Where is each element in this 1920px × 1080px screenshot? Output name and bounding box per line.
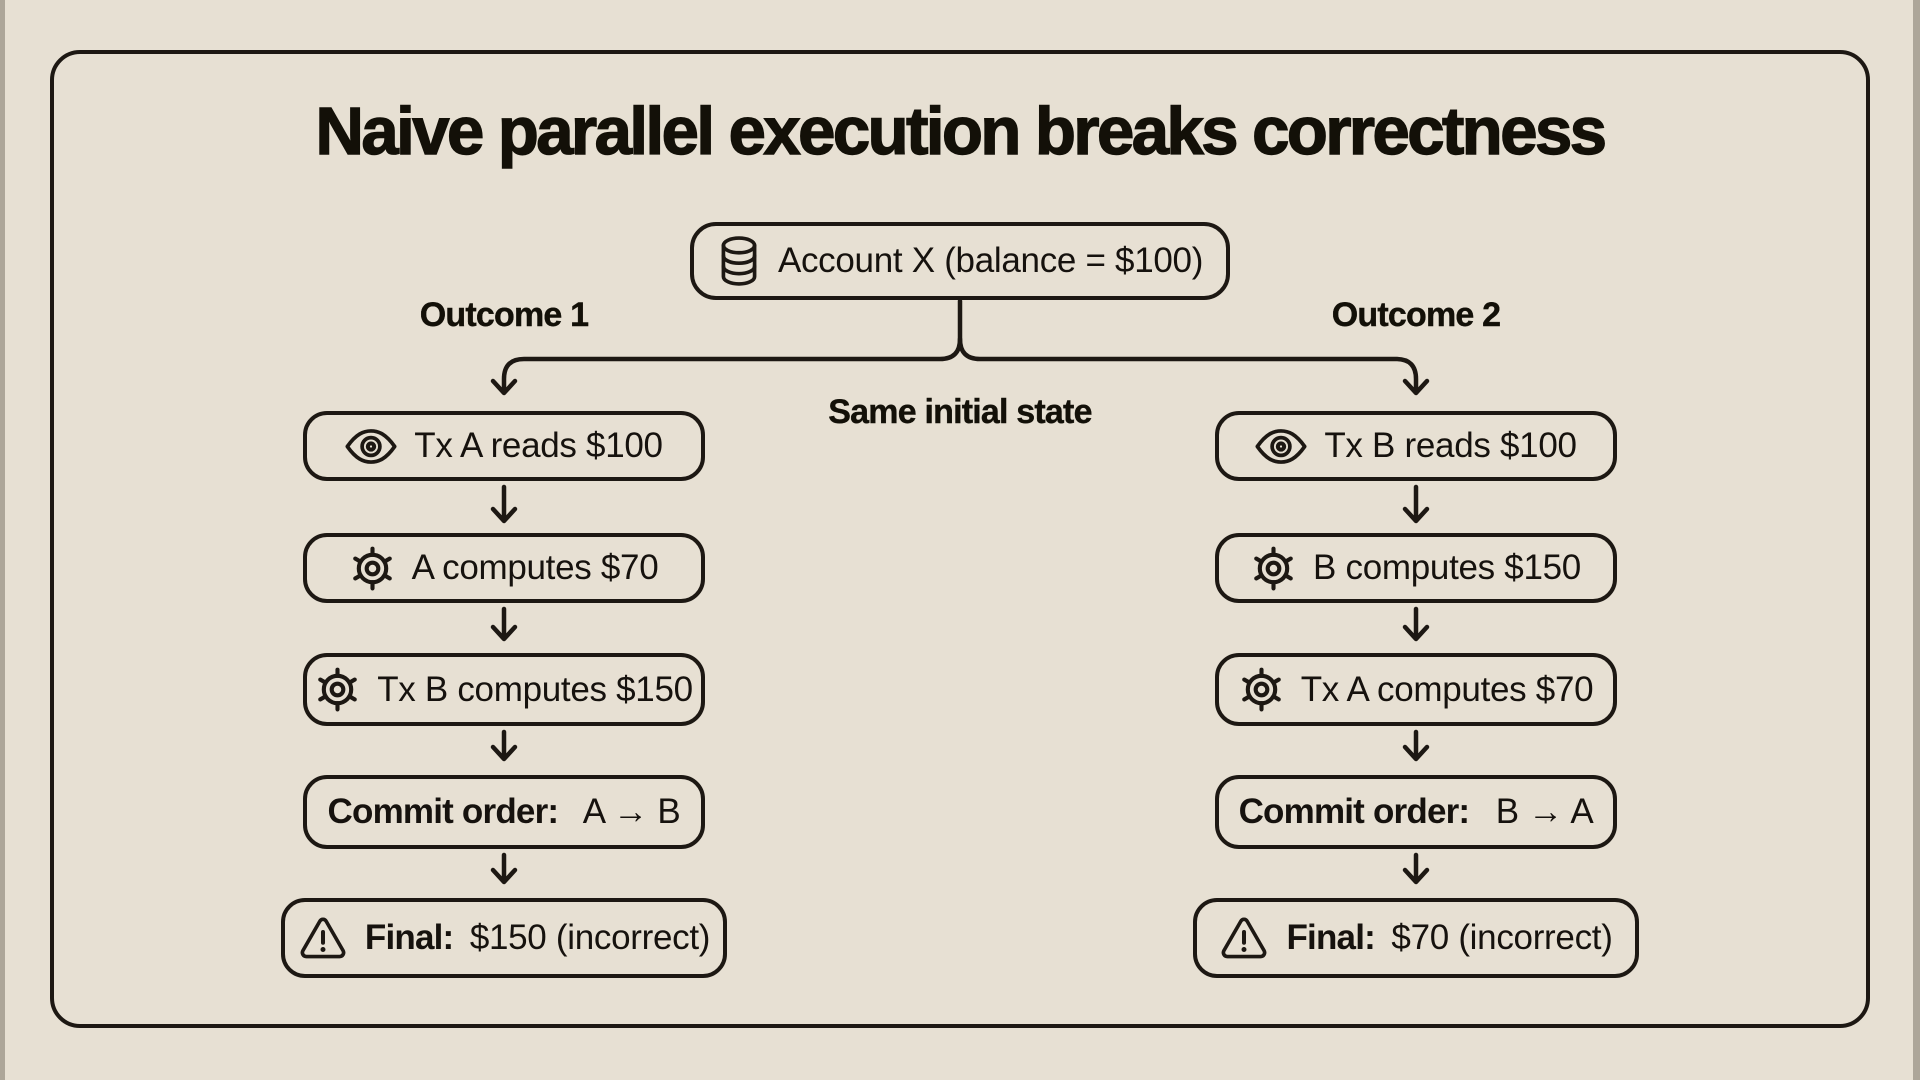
branch-label-same-initial-state: Same initial state xyxy=(828,393,1093,431)
step-label: B → A xyxy=(1486,792,1594,831)
step-node-final-150: Final: $150 (incorrect) xyxy=(281,898,727,978)
step-label: B computes $150 xyxy=(1313,548,1581,587)
step-label-bold: Commit order: xyxy=(1238,792,1471,831)
step-label: Tx A computes $70 xyxy=(1300,669,1594,709)
step-label: Tx B computes $150 xyxy=(377,669,693,709)
gear-icon xyxy=(352,546,392,590)
root-node-account: Account X (balance = $100) xyxy=(690,222,1230,300)
gear-icon xyxy=(318,667,357,712)
step-node-tx-a-reads: Tx A reads $100 xyxy=(303,411,705,481)
step-label: $70 (incorrect) xyxy=(1381,918,1613,957)
outcome-2-heading: Outcome 2 xyxy=(1331,296,1502,334)
warning-icon xyxy=(300,917,346,959)
gear-icon xyxy=(1254,546,1293,590)
step-node-commit-order-ab: Commit order: A → B xyxy=(303,775,705,849)
step-node-commit-order-ba: Commit order: B → A xyxy=(1215,775,1617,849)
step-node-a-computes: A computes $70 xyxy=(303,533,705,603)
left-edge-strip xyxy=(0,0,5,1080)
gear-icon xyxy=(1241,667,1281,712)
step-label-bold: Commit order: xyxy=(327,792,560,831)
step-label: Tx B reads $100 xyxy=(1324,426,1577,465)
step-label: A computes $70 xyxy=(411,548,659,587)
right-edge-strip xyxy=(1913,0,1920,1080)
step-node-final-70: Final: $70 (incorrect) xyxy=(1193,898,1639,978)
outcome-1-heading: Outcome 1 xyxy=(419,296,590,334)
root-node-label: Account X (balance = $100) xyxy=(777,241,1204,280)
step-label: $150 (incorrect) xyxy=(460,918,711,957)
step-node-b-computes: B computes $150 xyxy=(1215,533,1617,603)
database-icon xyxy=(721,236,757,286)
eye-icon xyxy=(1255,428,1307,464)
step-label: A → B xyxy=(575,792,681,831)
page-title: Naive parallel execution breaks correctn… xyxy=(315,94,1608,169)
warning-icon xyxy=(1222,917,1267,959)
step-node-tx-a-computes: Tx A computes $70 xyxy=(1215,653,1617,726)
step-label-bold: Final: xyxy=(1286,918,1375,957)
step-node-tx-b-computes: Tx B computes $150 xyxy=(303,653,705,726)
eye-icon xyxy=(345,428,397,464)
step-label-bold: Final: xyxy=(364,918,454,957)
step-label: Tx A reads $100 xyxy=(414,426,663,465)
step-node-tx-b-reads: Tx B reads $100 xyxy=(1215,411,1617,481)
diagram-frame xyxy=(50,50,1870,1028)
